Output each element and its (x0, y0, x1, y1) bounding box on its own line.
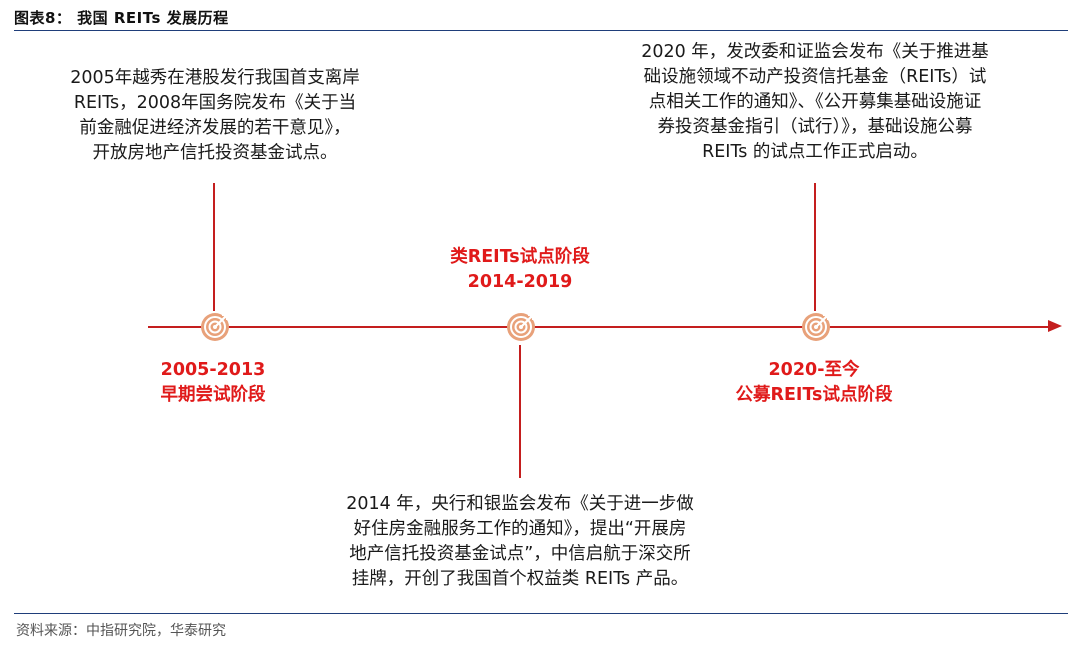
milestone-1-desc-line: REITs，2008年国务院发布《关于当 (73, 93, 357, 113)
milestone-2-phase-line: 2014-2019 (467, 272, 573, 292)
milestone-3-desc-line: REITs 的试点工作正式启动。 (702, 142, 928, 162)
milestone-3-desc-line: 券投资基金指引（试行）》，基础设施公募 (657, 117, 973, 137)
milestone-1-desc-line: 开放房地产信托投资基金试点。 (92, 143, 338, 163)
milestone-3-desc-line: 2020 年，发改委和证监会发布《关于推进基 (641, 42, 989, 62)
milestone-3-desc-line: 础设施领域不动产投资信托基金（REITs）试 (643, 67, 987, 87)
milestone-3-phase: 2020-至今 公募REITs试点阶段 (694, 358, 934, 408)
source-note: 资料来源：中指研究院，华泰研究 (16, 623, 226, 639)
milestone-2-connector (519, 345, 521, 478)
milestone-2-desc-line: 2014 年，央行和银监会发布《关于进一步做 (346, 494, 694, 514)
milestone-3-description: 2020 年，发改委和证监会发布《关于推进基 础设施领域不动产投资信托基金（RE… (570, 40, 1060, 165)
milestone-3-desc-line: 点相关工作的通知》、《公开募集基础设施证 (648, 92, 982, 112)
milestone-2-desc-line: 挂牌，开创了我国首个权益类 REITs 产品。 (351, 569, 689, 589)
milestone-1-phase-line: 早期尝试阶段 (160, 385, 266, 405)
target-icon (507, 313, 535, 341)
milestone-1-phase-line: 2005-2013 (160, 360, 266, 380)
target-icon (802, 313, 830, 341)
target-icon (201, 313, 229, 341)
timeline-arrowhead (1048, 320, 1062, 332)
milestone-2-phase: 类REITs试点阶段 2014-2019 (400, 245, 640, 295)
milestone-1-desc-line: 2005年越秀在港股发行我国首支离岸 (70, 68, 360, 88)
milestone-1-description: 2005年越秀在港股发行我国首支离岸 REITs，2008年国务院发布《关于当 … (20, 66, 410, 166)
timeline-axis (148, 325, 1050, 328)
milestone-3-phase-line: 公募REITs试点阶段 (735, 385, 893, 405)
milestone-3-phase-line: 2020-至今 (768, 360, 860, 380)
milestone-3-connector (814, 183, 816, 311)
milestone-1-phase: 2005-2013 早期尝试阶段 (113, 358, 313, 408)
milestone-2-description: 2014 年，央行和银监会发布《关于进一步做 好住房金融服务工作的通知》，提出“… (275, 492, 765, 592)
milestone-2-phase-line: 类REITs试点阶段 (450, 247, 590, 267)
milestone-2-desc-line: 地产信托投资基金试点”，中信启航于深交所 (349, 544, 691, 564)
milestone-1-connector (213, 183, 215, 311)
milestone-1-desc-line: 前金融促进经济发展的若干意见》， (79, 118, 351, 138)
milestone-2-desc-line: 好住房金融服务工作的通知》，提出“开展房 (353, 519, 687, 539)
figure-footer: 资料来源：中指研究院，华泰研究 (14, 613, 1068, 639)
figure-header: 图表8： 我国 REITs 发展历程 (14, 6, 1068, 31)
figure-title: 图表8： 我国 REITs 发展历程 (14, 9, 229, 27)
